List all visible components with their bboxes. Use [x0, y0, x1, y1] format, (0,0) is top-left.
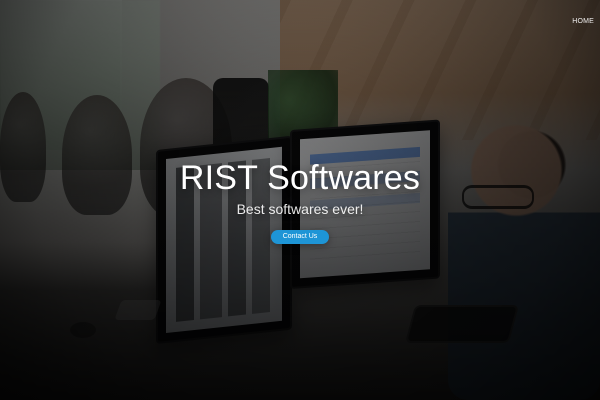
hero-subtitle: Best softwares ever! — [236, 201, 364, 217]
nav-home-link[interactable]: HOME — [572, 18, 594, 25]
hero-content: RIST Softwares Best softwares ever! Cont… — [0, 158, 600, 244]
hero-title: RIST Softwares — [179, 159, 421, 197]
contact-us-button[interactable]: Contact Us — [270, 230, 330, 244]
